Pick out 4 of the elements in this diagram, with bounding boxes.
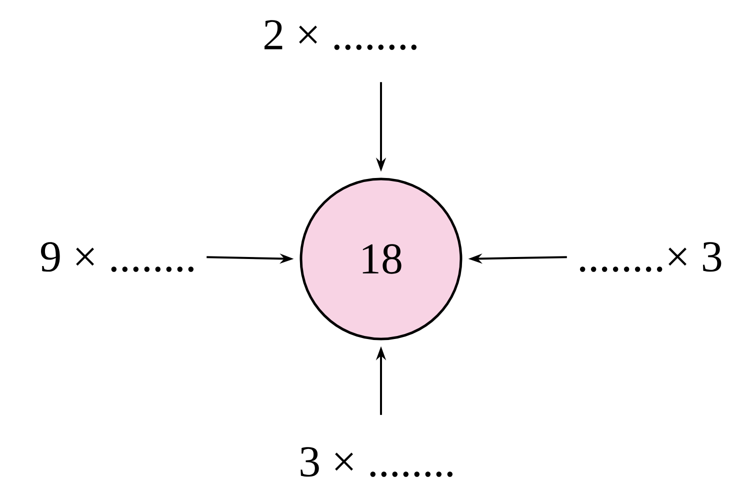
expression-text: ........× 3 xyxy=(580,242,722,272)
expression-text: 9 × ........ xyxy=(41,242,194,272)
expression-text: 2 × ........ xyxy=(264,20,416,50)
expression-text: 3 × ........ xyxy=(300,447,452,477)
